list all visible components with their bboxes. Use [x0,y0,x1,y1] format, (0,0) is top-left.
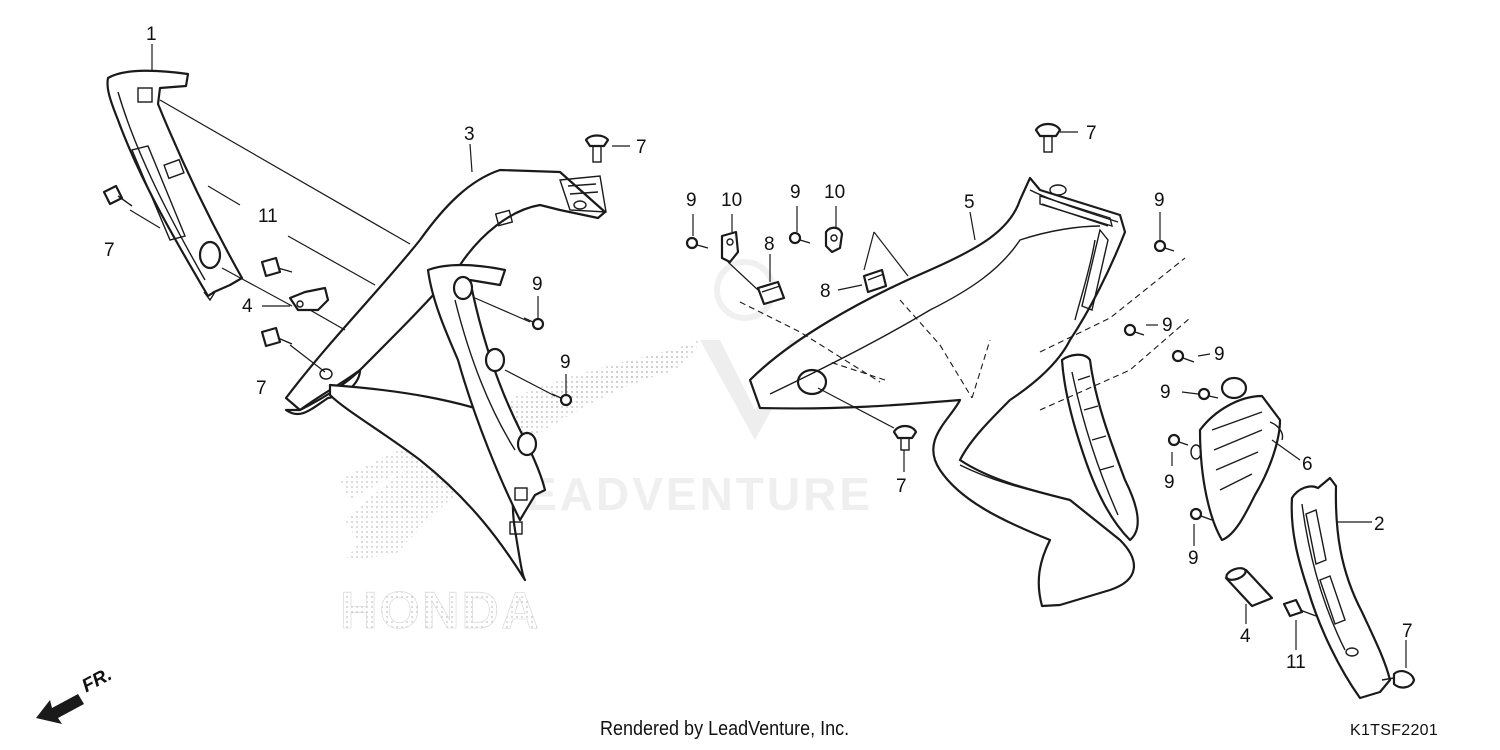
callout-9: 9 [686,190,697,211]
screw-icon [1123,323,1145,337]
nut-icon [1282,598,1317,618]
callout-9: 9 [1162,315,1173,336]
bolt-icon [892,424,918,451]
bolt-icon [584,134,610,163]
callout-5: 5 [964,192,975,213]
callout-6: 6 [1302,454,1313,475]
part-2-right-bracket [1290,476,1392,700]
screw-icon [1189,507,1213,521]
callout-9: 9 [790,182,801,203]
callout-numbers: 1 2 3 4 4 5 6 7 7 7 7 7 7 8 8 9 9 9 9 9 … [104,24,1413,673]
callout-1: 1 [146,24,157,45]
callout-9: 9 [532,274,543,295]
leadventure-watermark: LEADVENTURE [495,259,873,520]
fasteners-left [102,134,610,407]
callout-8: 8 [820,281,831,302]
callout-10: 10 [824,182,845,203]
callout-7: 7 [1402,621,1413,642]
callout-11: 11 [258,206,278,227]
callout-9: 9 [1164,472,1175,493]
part-3-left-cover [284,168,607,582]
honda-watermark-text: HONDA [340,582,541,640]
callout-9: 9 [1154,190,1165,211]
diagram-code: K1TSF2201 [1350,722,1439,739]
leader-lines-right [1171,353,1407,668]
bolt-icon [1381,670,1416,689]
callout-7: 7 [1086,123,1097,144]
callout-7: 7 [896,476,907,497]
callout-9: 9 [1160,382,1171,403]
screw-icon [523,317,545,331]
callout-10: 10 [721,190,742,211]
dashed-guides-center [739,257,1191,411]
clip-nut-icon [756,280,786,306]
honda-wing-watermark: HONDA [340,340,700,640]
clip-icon [720,230,740,264]
callout-9: 9 [1214,344,1225,365]
leader-lines-left [129,44,630,397]
front-direction-arrow [36,694,84,724]
render-credit: Rendered by LeadVenture, Inc. [600,718,850,740]
bolt-icon [260,256,293,278]
screw-icon [788,231,811,245]
screw-icon [1171,349,1195,363]
callout-3: 3 [464,124,475,145]
callout-4: 4 [1240,626,1251,647]
part-4-clip-left [288,286,330,312]
screw-icon [1197,387,1219,401]
callout-2: 2 [1374,514,1385,535]
screw-icon [551,393,573,407]
bolt-icon [102,184,133,207]
part-4-spacer-right [1224,567,1274,608]
callout-7: 7 [104,240,115,261]
leadventure-watermark-text: LEADVENTURE [495,468,873,520]
callout-8: 8 [764,234,775,255]
clip-nut-icon [862,268,888,294]
bolt-icon [260,326,293,348]
screw-icon [1167,433,1189,447]
screw-icon [685,236,709,250]
clip-icon [824,226,844,254]
callout-9: 9 [1188,548,1199,569]
callout-7: 7 [256,378,267,399]
fasteners-center [685,122,1175,451]
callout-4: 4 [242,296,253,317]
part-6-small-cover [1190,376,1284,542]
screw-icon [1153,239,1175,253]
fasteners-right [1167,349,1416,689]
callout-11: 11 [1286,652,1306,673]
callout-7: 7 [636,137,647,158]
leader-lines-center [692,131,1161,472]
callout-9: 9 [560,352,571,373]
bolt-icon [1034,122,1062,153]
part-1-inner-bracket [106,69,244,302]
